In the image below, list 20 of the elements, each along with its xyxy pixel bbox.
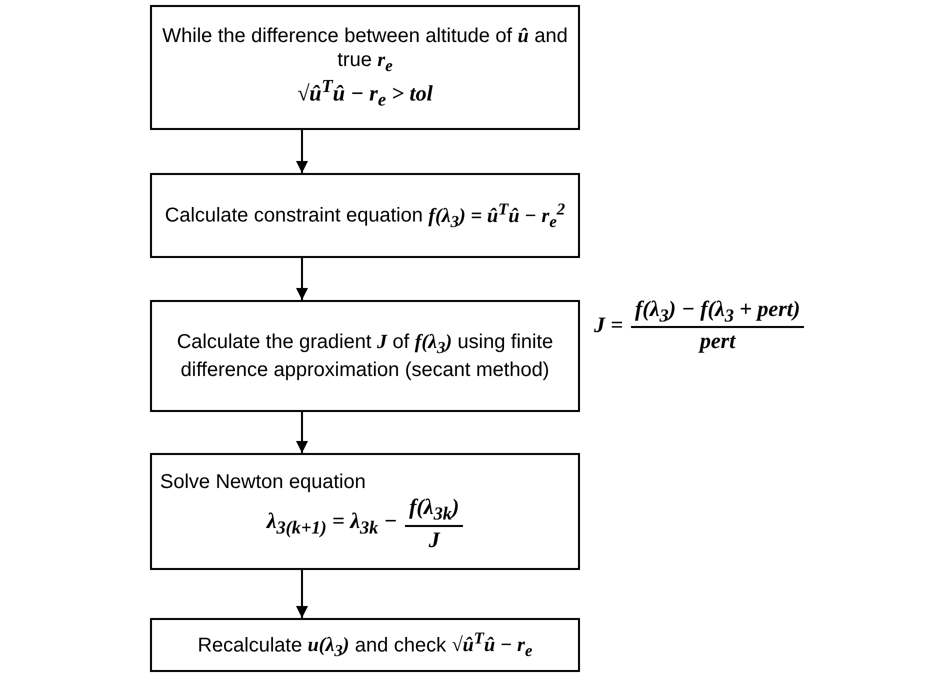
formula: J = (594, 312, 624, 338)
formula: √û$^{T}$û − r$_{e}$ > tol (297, 76, 433, 112)
step-text: Calculate the gradient J of f(λ$_{3}$) using finite difference approximation (secant method) (176, 330, 554, 382)
formula-denominator: pert (700, 328, 736, 354)
step-text: Solve Newton equation (160, 470, 366, 494)
process-box (150, 453, 580, 570)
process-box (150, 173, 580, 258)
formula-numerator: f(λ$_{3}$) − f(λ$_{3}$ + pert) (631, 296, 804, 328)
arrow (296, 258, 308, 300)
arrow (296, 570, 308, 618)
process-box (150, 618, 580, 672)
formula: λ$_{3}$$_{(k+1)}$ = λ$_{3}$$_{k}$ − (266, 508, 398, 540)
arrow (296, 130, 308, 173)
formula-numerator: f(λ$_{3}$$_{k}$) (405, 494, 464, 527)
process-box (150, 5, 580, 130)
arrow (296, 412, 308, 453)
step-text: Recalculate u(λ$_{3}$) and check √û$^{T}$û − r$_{e}$ (198, 628, 532, 662)
step-text: While the difference between altitude of û and true r$_{e}$ (161, 24, 569, 76)
formula-denominator: J (428, 526, 440, 554)
process-box (150, 300, 580, 412)
